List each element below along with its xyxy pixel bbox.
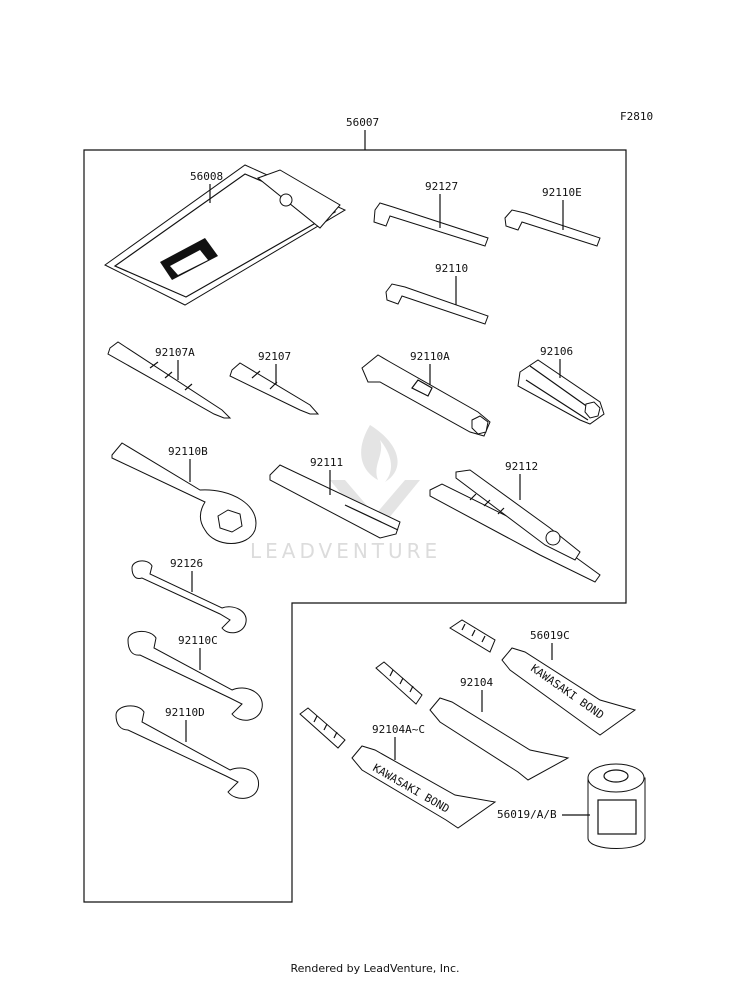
label-92110e: 92110E [542,186,582,199]
label-56019ab: 56019/A/B [497,808,557,821]
watermark-text: LEADVENTURE [250,539,441,563]
label-92110c: 92110C [178,634,218,647]
footer-credit: Rendered by LeadVenture, Inc. [290,962,460,975]
label-56008: 56008 [190,170,223,183]
hex-key-92110-drawing [385,283,489,325]
grease-can-56019ab-drawing [587,763,646,849]
socket-adapter-92106-drawing [517,359,605,425]
open-end-wrench-92110c-drawing [127,631,263,721]
open-end-wrench-92110d-drawing [115,705,260,799]
label-92106: 92106 [540,345,573,358]
open-end-wrench-92126-drawing [131,560,247,634]
bond-tube-92104-drawing [375,661,570,781]
label-92107a: 92107A [155,346,195,359]
pliers-92112-drawing [429,469,601,583]
ring-wrench-92110b-drawing [111,442,257,544]
label-92110a: 92110A [410,350,450,363]
box-socket-92110a-drawing [361,354,491,437]
kit-boundary [83,149,627,903]
label-92111: 92111 [310,456,343,469]
label-92127: 92127 [425,180,458,193]
leadventure-watermark-logo [330,425,420,535]
label-92126: 92126 [170,557,203,570]
figure-code: F2810 [620,110,653,123]
tool-pouch-drawing [104,164,347,306]
label-56019c: 56019C [530,629,570,642]
kit-label: 56007 [346,116,379,129]
screwdriver-bit-92107a-drawing [107,341,232,419]
label-92110b: 92110B [168,445,208,458]
screwdriver-bit-92107-drawing [229,362,320,415]
label-92104a-c: 92104A~C [372,723,425,736]
label-92110d: 92110D [165,706,205,719]
label-92104: 92104 [460,676,493,689]
label-92112: 92112 [505,460,538,473]
label-92107: 92107 [258,350,291,363]
extension-bar-92111-drawing [269,464,401,539]
hex-key-92110e-drawing [504,209,601,247]
hex-key-92127-drawing [373,202,489,247]
label-92110: 92110 [435,262,468,275]
